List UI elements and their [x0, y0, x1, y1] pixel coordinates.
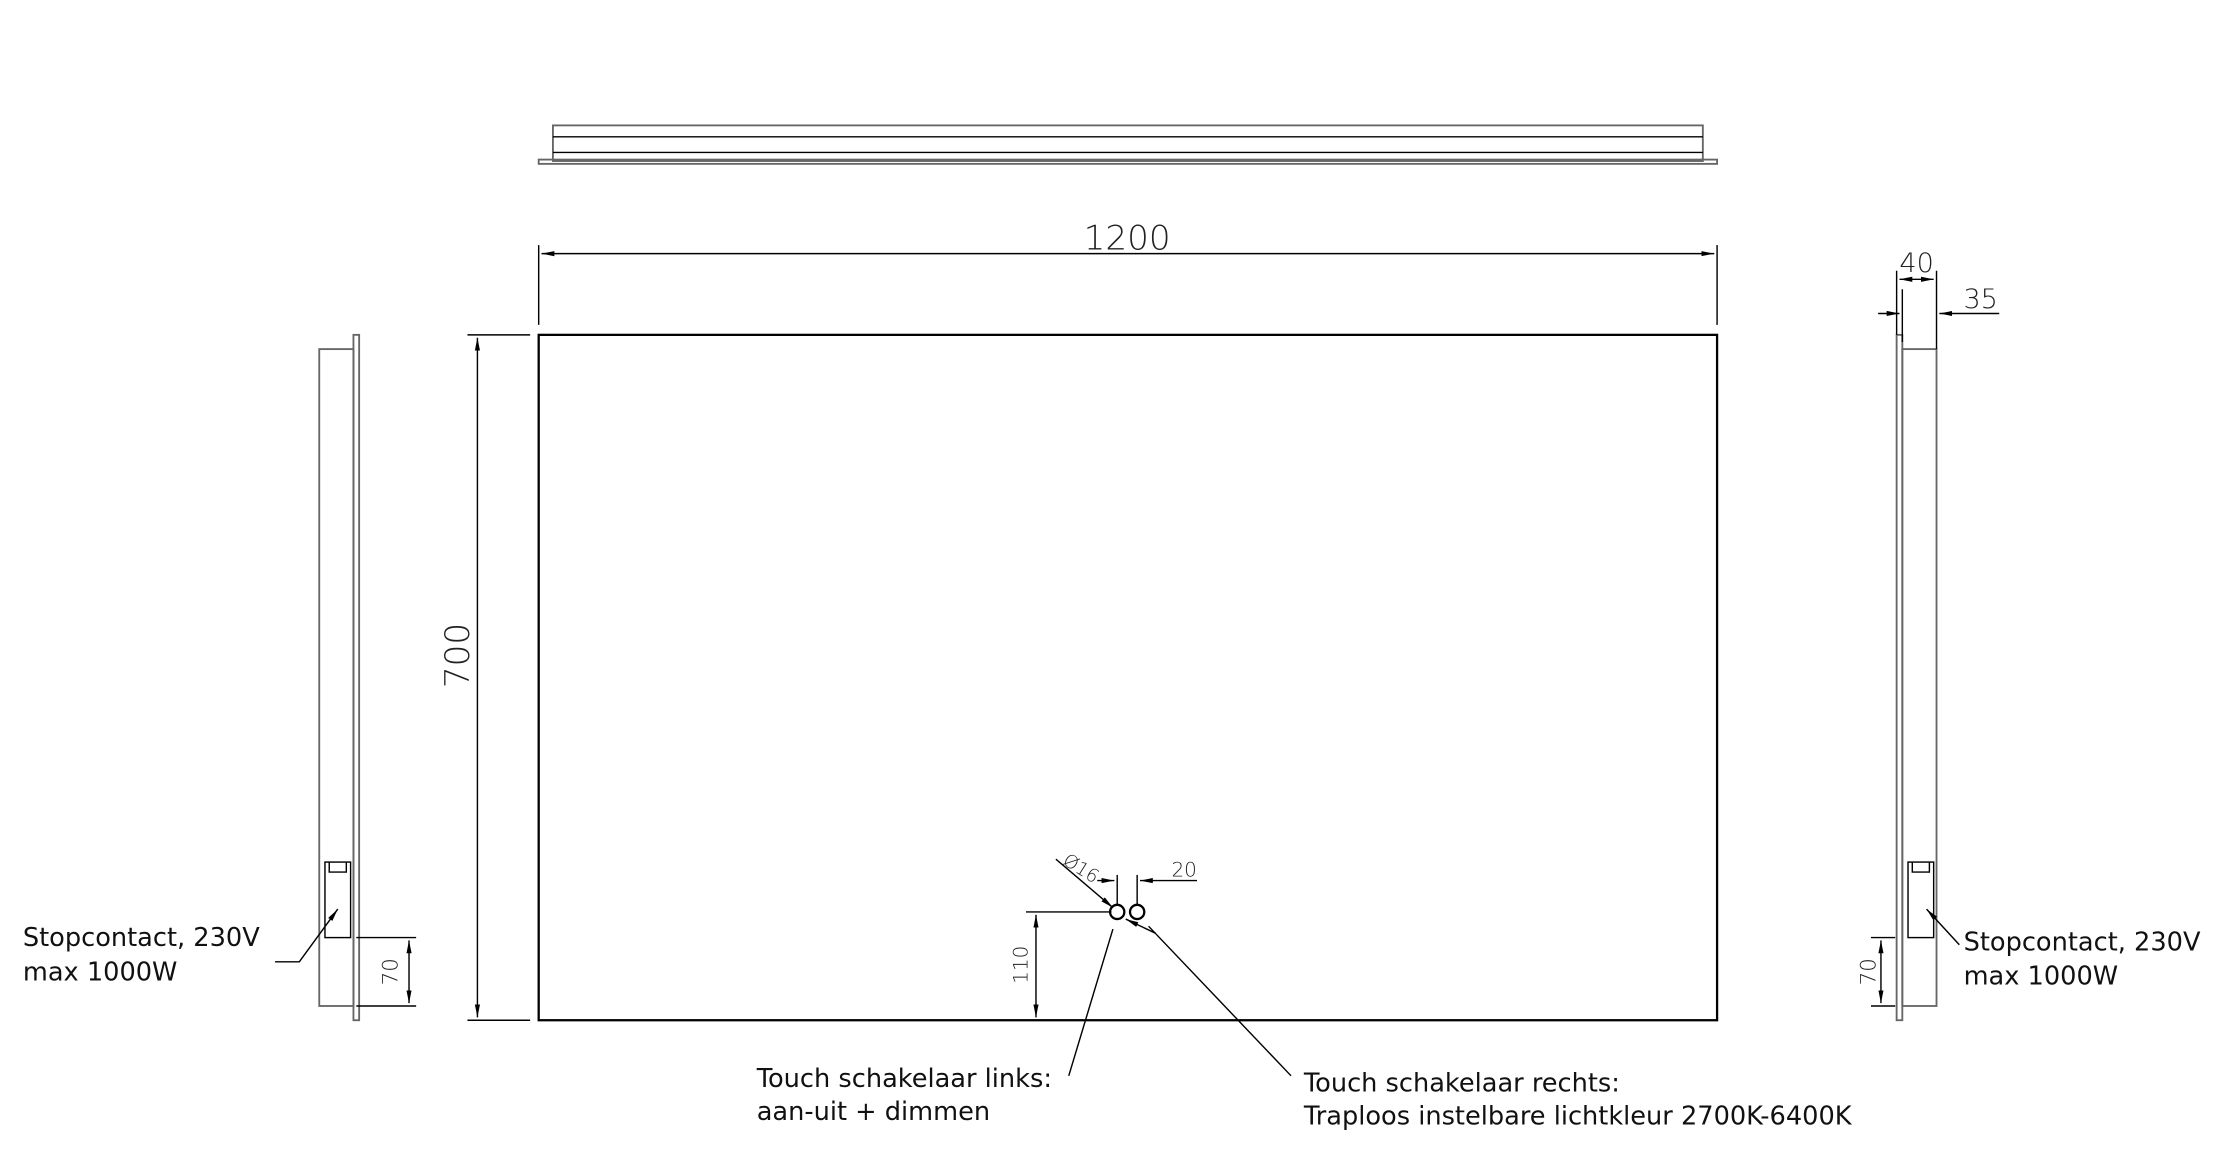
switch-height-value: 110 — [1008, 946, 1032, 984]
right-socket-label-line2: max 1000W — [1964, 962, 2119, 992]
mirror-front-view — [537, 333, 1719, 1022]
left-socket-height: 70 — [379, 958, 404, 985]
width-value: 1200 — [1084, 218, 1171, 258]
depth-total-value: 40 — [1899, 248, 1933, 279]
left-side-view: 70 — [275, 333, 417, 1022]
switch-left-label-line2: aan-uit + dimmen — [757, 1097, 990, 1127]
switch-right-label-line2: Traploos instelbare lichtkleur 2700K-640… — [1303, 1101, 1853, 1131]
switch-spacing-value: 20 — [1171, 857, 1196, 881]
switch-left-label-line1: Touch schakelaar links: — [756, 1064, 1052, 1094]
width-dimension: 1200 — [537, 218, 1718, 325]
height-dimension: 700 — [438, 334, 531, 1021]
depth-body-value: 35 — [1963, 284, 1997, 315]
right-socket-height: 70 — [1856, 958, 1881, 985]
touch-switches: 20 Ø16 110 — [1008, 850, 1292, 1077]
switch-right-label-line1: Touch schakelaar rechts: — [1303, 1068, 1620, 1098]
height-value: 700 — [438, 623, 478, 688]
left-socket-label-line2: max 1000W — [23, 957, 178, 987]
switch-diameter-value: Ø16 — [1059, 850, 1102, 888]
right-socket-label-line1: Stopcontact, 230V — [1964, 927, 2201, 957]
top-view — [537, 124, 1719, 165]
touch-switch-right — [1128, 903, 1146, 921]
right-side-view: 70 40 35 — [1856, 248, 2000, 1022]
left-socket-label-line1: Stopcontact, 230V — [23, 923, 260, 953]
